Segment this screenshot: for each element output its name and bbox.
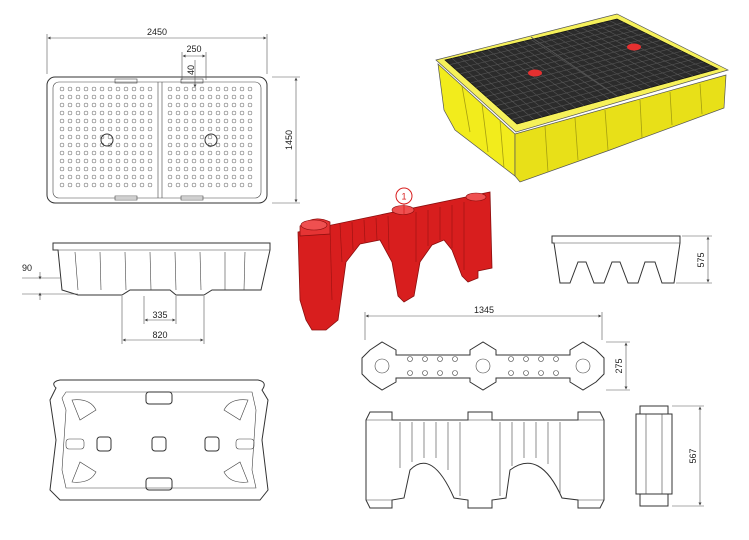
callout-1: 1	[395, 187, 413, 214]
tray-3d-view	[435, 13, 729, 183]
insert-end-view	[635, 405, 673, 507]
insert-side-view	[365, 411, 605, 509]
bottom-view-tray	[49, 379, 269, 501]
dim-side-height: 90	[22, 263, 78, 300]
insert-top-view	[361, 341, 605, 391]
dim-end-height: 575	[676, 235, 712, 284]
dim-top-offset: 250	[181, 44, 207, 80]
svg-text:40: 40	[186, 65, 196, 75]
svg-text:567: 567	[688, 448, 698, 463]
end-view-tray	[551, 235, 681, 284]
svg-text:90: 90	[22, 263, 32, 273]
dim-insert-length: 1345	[364, 305, 603, 340]
drain-plug-left	[528, 69, 542, 77]
red-insert-part	[297, 191, 493, 331]
svg-text:335: 335	[152, 310, 167, 320]
svg-text:275: 275	[614, 358, 624, 373]
drain-hole-left	[100, 133, 114, 147]
dim-insert-height: 567	[672, 405, 704, 507]
svg-text:1345: 1345	[474, 305, 494, 315]
svg-text:1450: 1450	[284, 130, 294, 150]
svg-text:820: 820	[152, 330, 167, 340]
dim-length-total: 2450	[46, 27, 268, 74]
top-view-tray	[46, 76, 268, 204]
dim-width-total: 1450	[272, 76, 300, 204]
svg-text:1: 1	[401, 192, 406, 202]
svg-text:2450: 2450	[147, 27, 167, 37]
dim-foot-span: 820	[121, 296, 205, 344]
drain-plug-right	[627, 43, 641, 51]
dim-insert-width: 275	[606, 341, 630, 391]
side-view-tray	[52, 242, 271, 296]
drain-hole-right	[204, 133, 218, 147]
dim-grid-margin: 40	[186, 60, 197, 88]
svg-text:575: 575	[696, 252, 706, 267]
grid-holes	[59, 86, 253, 188]
svg-text:250: 250	[186, 44, 201, 54]
dim-foot-gap: 335	[143, 296, 177, 324]
